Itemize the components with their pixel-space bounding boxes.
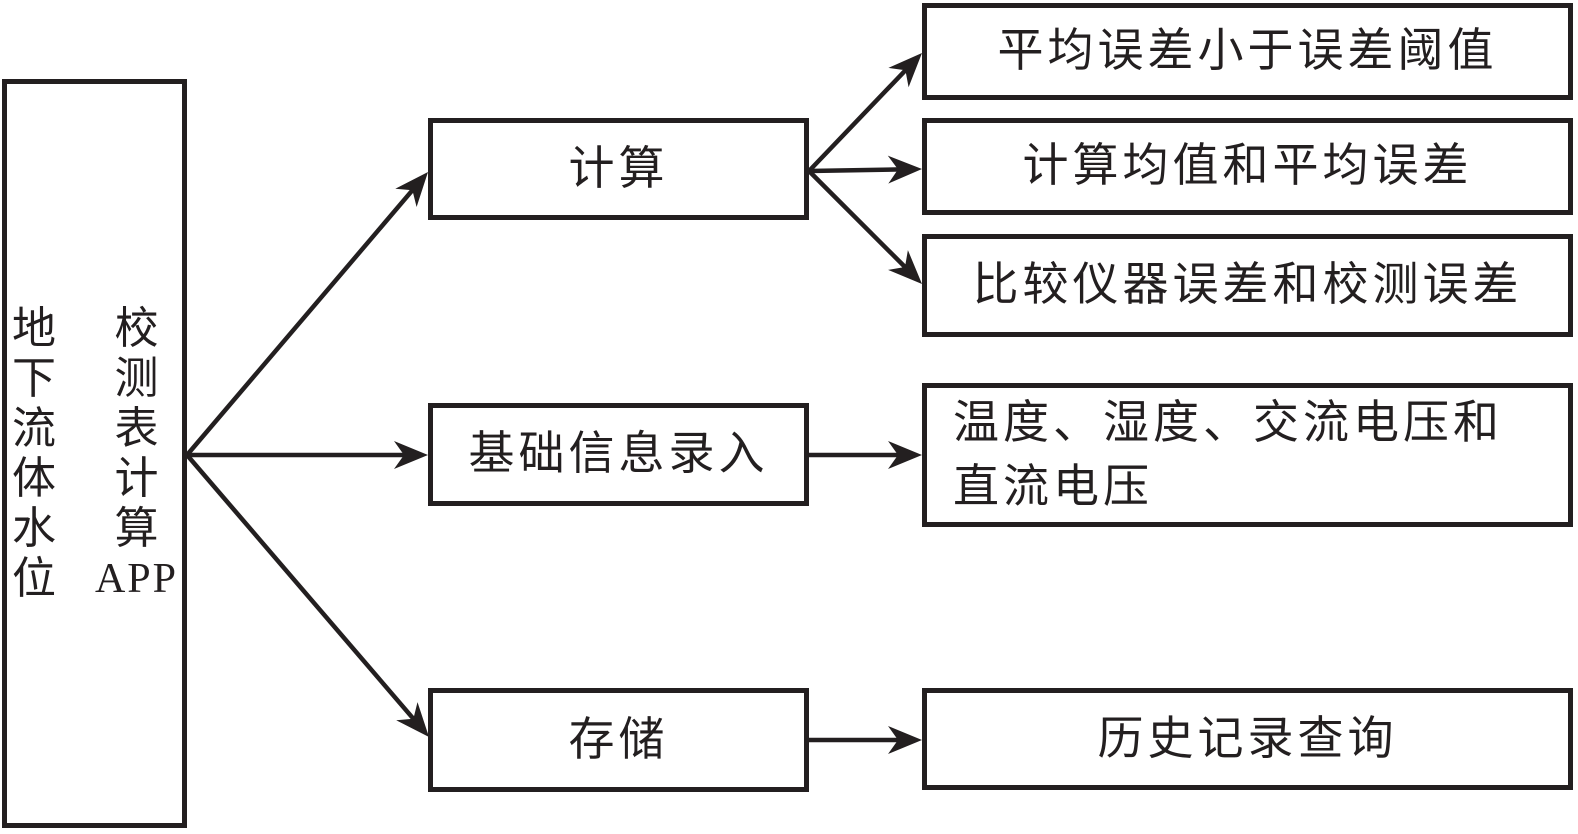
- node-avg-error-below-threshold: 平均误差小于误差阈值: [922, 3, 1573, 100]
- node-history-record-query: 历史记录查询: [922, 688, 1573, 790]
- node-avg-error-below-threshold-label: 平均误差小于误差阈值: [997, 25, 1498, 77]
- root-label-column-2: 校测表计算: [114, 303, 159, 553]
- node-basic-info-entry: 基础信息录入: [428, 403, 809, 506]
- node-calculate-label: 计算: [568, 142, 669, 194]
- arrow-root-to-info: [187, 441, 428, 469]
- arrow-calc-to-r2: [808, 155, 922, 184]
- node-temp-humidity-ac-dc-voltage-line1: 温度、湿度、交流电压和: [953, 397, 1503, 448]
- arrow-root-to-store: [185, 453, 429, 737]
- node-compute-mean-and-avg-error-label: 计算均值和平均误差: [1022, 140, 1473, 192]
- root-label-app-suffix: APP: [94, 555, 179, 602]
- arrow-calc-to-r1: [807, 53, 922, 173]
- node-calculate: 计算: [428, 118, 809, 220]
- node-compare-instrument-vs-calibration-error: 比较仪器误差和校测误差: [922, 234, 1573, 337]
- node-app-root: 地下流体水位 校测表计算 APP: [2, 79, 187, 828]
- node-compute-mean-and-avg-error: 计算均值和平均误差: [922, 118, 1573, 215]
- root-label-column-2-group: 校测表计算 APP: [95, 304, 178, 604]
- node-temp-humidity-ac-dc-voltage-line2: 直流电压: [953, 461, 1153, 512]
- node-compare-instrument-vs-calibration-error-label: 比较仪器误差和校测误差: [972, 259, 1523, 311]
- node-storage-label: 存储: [568, 713, 669, 765]
- arrow-root-to-calc: [185, 172, 428, 457]
- arrow-calc-to-r3: [807, 169, 922, 284]
- arrow-info-to-r4: [809, 441, 922, 469]
- arrow-store-to-r5: [809, 726, 922, 754]
- node-history-record-query-label: 历史记录查询: [1097, 712, 1398, 764]
- node-storage: 存储: [428, 688, 809, 792]
- root-label-group: 地下流体水位 校测表计算 APP: [11, 304, 178, 604]
- root-label-column-1: 地下流体水位: [11, 303, 56, 603]
- node-basic-info-entry-label: 基础信息录入: [468, 428, 769, 480]
- node-temp-humidity-ac-dc-voltage: 温度、湿度、交流电压和 直流电压: [922, 383, 1573, 527]
